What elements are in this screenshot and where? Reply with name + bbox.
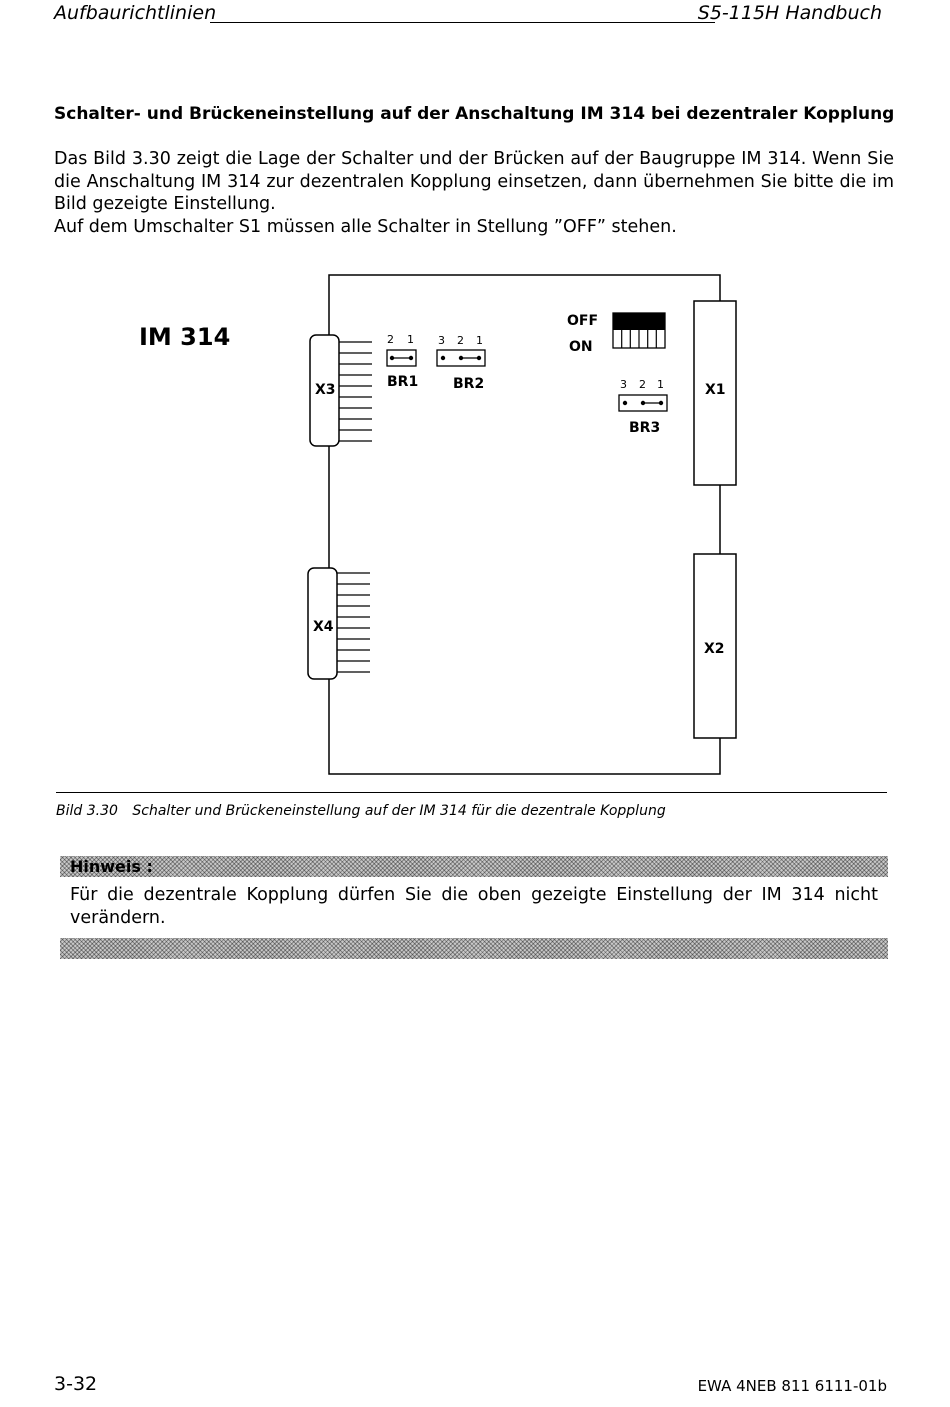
jumper-br3: 3 2 1 BR3 [618,378,668,436]
br1-pin-2: 2 [387,333,394,346]
figure-caption: Bild 3.30 Schalter und Brückeneinstellun… [56,803,666,819]
note-text: Für die dezentrale Kopplung dürfen Sie d… [70,885,878,928]
module-label: IM 314 [139,323,230,351]
br1-pin-1: 1 [407,333,414,346]
br3-pin-3: 3 [620,378,627,391]
note-label: Hinweis : [70,857,153,876]
caption-rule [56,792,887,793]
page-number: 3-32 [54,1373,98,1395]
body-text: Das Bild 3.30 zeigt die Lage der Schalte… [54,148,894,238]
im314-board-figure: IM 314 X3 X4 X1 X2 2 1 [139,274,737,775]
switch-off-label: OFF [567,313,598,329]
note-header-bar: Hinweis : [60,856,888,877]
document-id: EWA 4NEB 811 6111-01b [697,1377,887,1395]
caption-number: Bild 3.30 [56,803,118,819]
section-title: Schalter- und Brückeneinstellung auf der… [54,104,895,124]
br2-pin-3: 3 [438,334,445,347]
dip-switch-s1 [612,312,666,349]
caption-text: Schalter und Brückeneinstellung auf der … [132,803,666,819]
connector-x4 [307,567,338,680]
br3-pin-1: 1 [657,378,664,391]
header-chapter: Aufbaurichtlinien [54,2,217,24]
br2-label: BR2 [453,376,484,392]
br3-pin-2: 2 [639,378,646,391]
connector-x4-pins [337,572,370,673]
paragraph-1: Das Bild 3.30 zeigt die Lage der Schalte… [54,149,894,214]
connector-x3-pins [339,341,372,442]
paragraph-2: Auf dem Umschalter S1 müssen alle Schalt… [54,216,677,237]
header-manual: S5-115H Handbuch [697,2,882,24]
header-rule [210,22,715,23]
switch-on-label: ON [569,339,593,355]
jumper-br2: 3 2 1 BR2 [436,334,486,392]
connector-x2-label: X2 [704,641,725,657]
board-outline [328,274,721,775]
connector-x2 [693,553,737,739]
jumper-br1: 2 1 BR1 [386,333,418,390]
br3-label: BR3 [629,420,660,436]
note-footer-bar [60,938,888,959]
connector-x1-label: X1 [705,382,726,398]
br2-pin-2: 2 [457,334,464,347]
connector-x3-label: X3 [315,382,336,398]
connector-x3 [309,334,340,447]
connector-x4-label: X4 [313,619,334,635]
connector-x1 [693,300,737,486]
br1-label: BR1 [387,374,418,390]
br2-pin-1: 1 [476,334,483,347]
